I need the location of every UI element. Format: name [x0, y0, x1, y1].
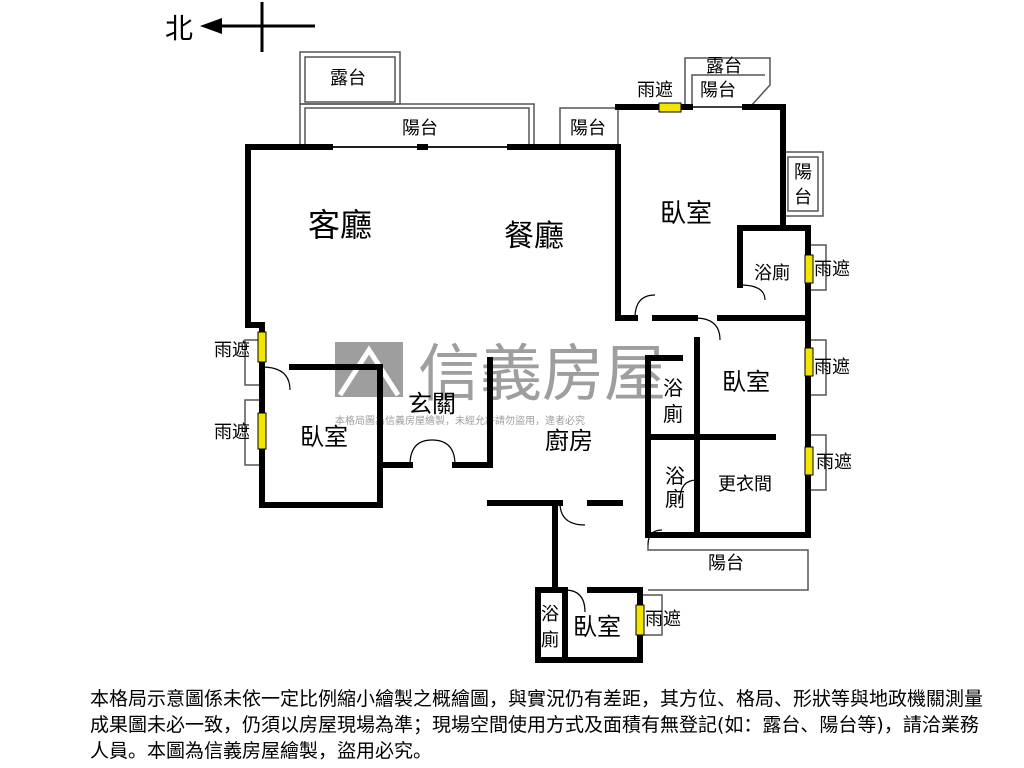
- bedroom-e-label: 臥室: [722, 368, 770, 396]
- rain-shield-label: 雨遮: [816, 452, 852, 473]
- living-room-label: 客廳: [308, 206, 372, 244]
- north-arrow: 北: [165, 2, 315, 52]
- rain-shield-label: 雨遮: [814, 259, 850, 280]
- watermark: 信義房屋 本格局圖為信義房屋繪製，未經允許請勿盜用，違者必究: [335, 337, 666, 427]
- kitchen-label: 廚房: [545, 427, 593, 455]
- bedroom-w-label: 臥室: [300, 423, 348, 451]
- entry-label: 玄關: [408, 390, 456, 418]
- windows: [330, 106, 784, 205]
- rain-shields: [257, 102, 814, 636]
- bath-ne-label: 浴廁: [754, 262, 790, 284]
- balcony-ne-label: 陽台: [700, 80, 736, 101]
- bath-sb-label: 廁: [541, 629, 559, 651]
- room-labels: 客廳 餐廳 臥室 浴廁 玄關 臥室 廚房 浴 廁 臥室 浴 廁 更衣間 陽台 浴…: [300, 199, 790, 651]
- balcony-small-label: 陽台: [570, 118, 606, 139]
- terrace-top-label: 露台: [330, 68, 366, 89]
- balcony-se-label: 陽台: [708, 553, 744, 574]
- balcony-e1-label: 陽: [794, 162, 812, 183]
- dining-room-label: 餐廳: [504, 219, 564, 254]
- outdoor-labels: 露台 陽台 陽台 露台 陽台 陽 台 雨遮 雨遮 雨遮 雨遮 雨遮 雨遮 雨遮: [214, 56, 852, 630]
- balcony-top-label: 陽台: [402, 118, 438, 139]
- rain-shield-label: 雨遮: [214, 340, 250, 361]
- bath-c2-label: 浴: [665, 464, 685, 488]
- rain-shield-label: 雨遮: [214, 422, 250, 443]
- bath-c1b-label: 廁: [663, 402, 683, 426]
- watermark-brand: 信義房屋: [418, 337, 666, 410]
- rain-shield-label: 雨遮: [637, 80, 673, 101]
- balcony-e2-label: 台: [794, 187, 812, 208]
- bedroom-s-label: 臥室: [573, 613, 621, 641]
- closet-label: 更衣間: [718, 474, 772, 495]
- bath-c1-label: 浴: [663, 376, 683, 400]
- rain-shield-label: 雨遮: [814, 357, 850, 378]
- bath-s-label: 浴: [541, 604, 559, 625]
- north-label: 北: [165, 12, 193, 45]
- doors: [261, 284, 766, 613]
- bedroom-ne-label: 臥室: [660, 199, 712, 229]
- outdoor-outlines: [244, 51, 827, 636]
- terrace-ne-label: 露台: [706, 56, 742, 77]
- watermark-notice: 本格局圖為信義房屋繪製，未經允許請勿盜用，違者必究: [335, 414, 585, 427]
- rain-shield-label: 雨遮: [645, 609, 681, 630]
- bath-c2b-label: 廁: [665, 487, 685, 511]
- disclaimer-note: 本格局示意圖係未依一定比例縮小繪製之概繪圖，與實況仍有差距，其方位、格局、形狀等…: [90, 688, 984, 762]
